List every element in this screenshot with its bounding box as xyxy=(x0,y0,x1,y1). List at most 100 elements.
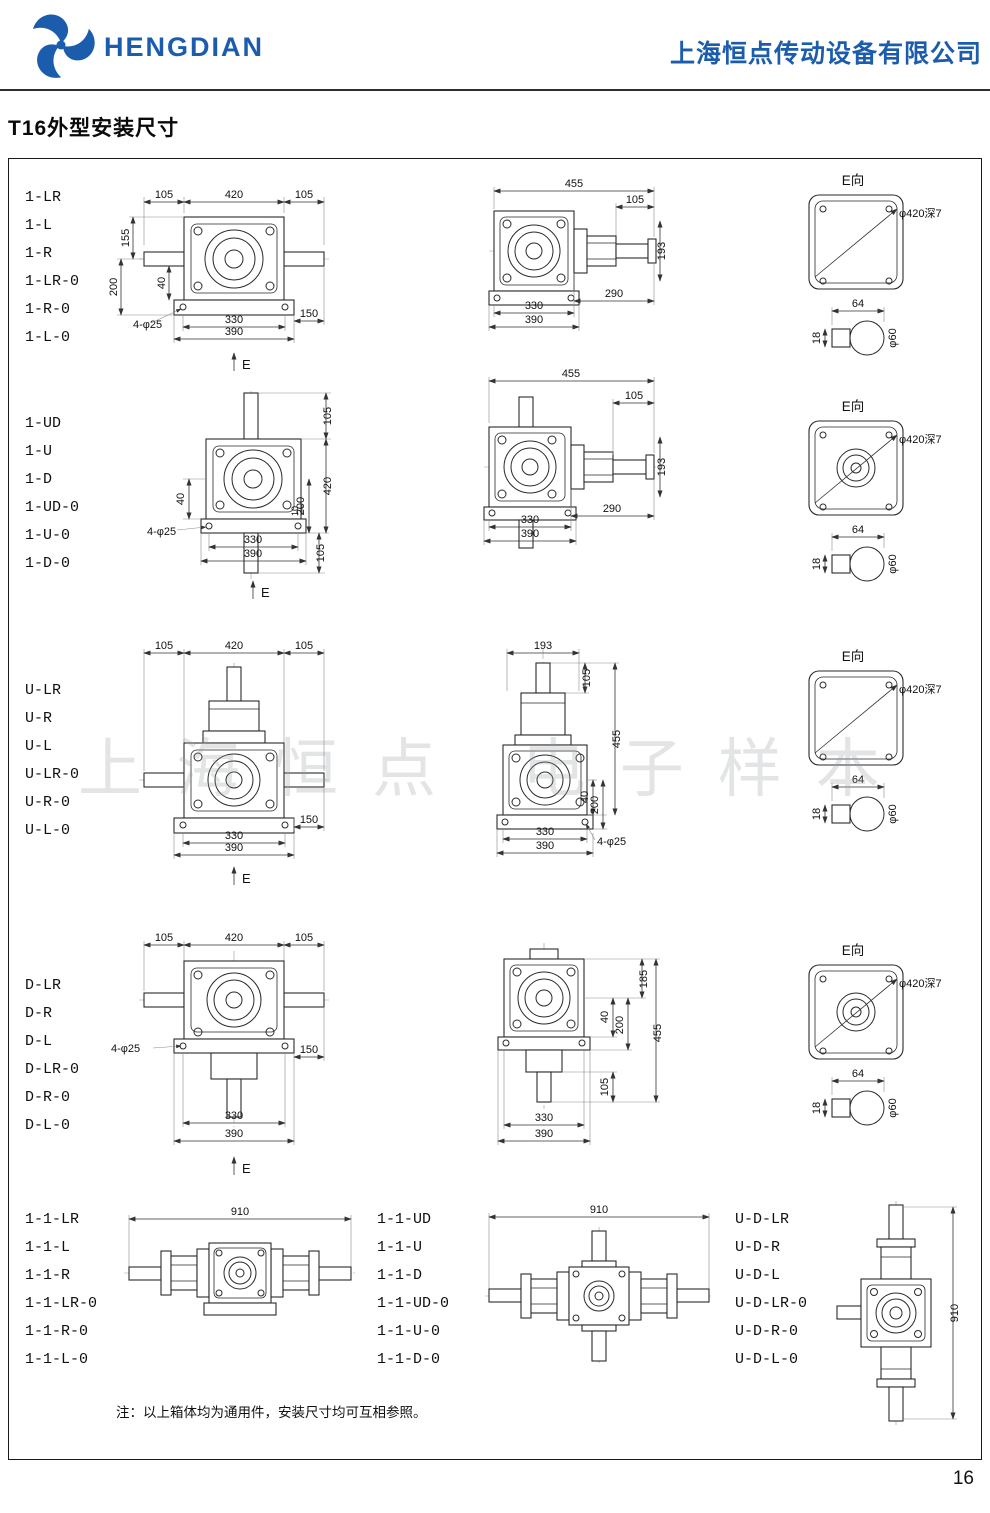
key-detail xyxy=(831,328,851,348)
hole-callout: 4-φ25 xyxy=(133,319,162,331)
base-plate xyxy=(496,814,594,830)
bottom-shaft xyxy=(591,1330,607,1362)
row4-front-view: 105 420 105 4-φ25 150 330 390 E xyxy=(111,932,329,1176)
hole-callout: 4-φ25 xyxy=(147,526,176,538)
model-label: D-L xyxy=(25,1033,52,1050)
dim-label: φ60 xyxy=(887,554,899,573)
model-label: 1-L-0 xyxy=(25,329,70,346)
mounting-flange xyxy=(808,670,904,766)
dim-label: 420 xyxy=(225,640,243,652)
hengdian-logo-icon xyxy=(33,14,95,78)
input-shaft xyxy=(615,243,649,259)
dim-label: 105 xyxy=(581,669,593,687)
gearbox-body xyxy=(208,1242,272,1304)
row4-side-view: 185 40 200 455 105 330 390 xyxy=(497,943,664,1145)
shaft-end xyxy=(849,1090,885,1126)
dim-label: 200 xyxy=(108,278,120,296)
dim-label: 40 xyxy=(175,493,187,505)
dim-label: 150 xyxy=(300,814,318,826)
bolt-circle-annotation: φ420深7 xyxy=(899,207,942,220)
model-label: U-R-0 xyxy=(25,794,70,811)
dim-label: 390 xyxy=(225,1128,243,1140)
dim-label: 105 xyxy=(315,544,327,562)
shaft-end xyxy=(849,546,885,582)
input-shaft xyxy=(612,459,647,475)
model-label: 1-R-0 xyxy=(25,301,70,318)
model-label: U-D-R xyxy=(735,1239,780,1256)
model-label: U-D-R-0 xyxy=(735,1323,798,1340)
row2-front-view: 105 420 105 200 10 40 4-φ25 330 390 E xyxy=(147,391,334,600)
base-plate xyxy=(203,1302,277,1316)
dim-label: 193 xyxy=(656,242,668,260)
header-divider xyxy=(0,89,990,91)
row2-e-view: E向 φ420深7 64 18 φ60 xyxy=(808,399,942,582)
dim-label: 40 xyxy=(599,1011,611,1023)
dim-label: 40 xyxy=(156,277,168,289)
row1-side-view: 455 105 193 290 330 390 xyxy=(488,178,668,331)
dim-label: 390 xyxy=(536,840,554,852)
row3-front-view: 105 420 105 330 150 390 E xyxy=(139,640,329,886)
base-plate xyxy=(173,1038,295,1054)
model-label: 1-U-0 xyxy=(25,527,70,544)
bolt-circle-annotation: φ420深7 xyxy=(899,433,942,446)
dim-label: 193 xyxy=(534,640,552,652)
row1-model-labels: 1-LR 1-L 1-R 1-LR-0 1-R-0 1-L-0 xyxy=(25,189,79,346)
dim-label: 455 xyxy=(611,730,623,748)
model-label: 1-1-R xyxy=(25,1267,70,1284)
dim-label: φ60 xyxy=(887,1098,899,1117)
dim-label: 200 xyxy=(589,796,601,814)
gearbox-body xyxy=(503,958,585,1038)
model-label: 1-1-LR xyxy=(25,1211,79,1228)
shaft-end xyxy=(849,320,885,356)
row2-side-view: 455 105 193 290 330 390 xyxy=(483,368,668,549)
row1-front-view: 105 420 105 155 200 40 4-φ25 330 150 390… xyxy=(108,189,329,372)
dim-label: 330 xyxy=(525,300,543,312)
e-view-title: E向 xyxy=(842,943,865,958)
model-label: U-LR xyxy=(25,682,61,699)
dim-label: 390 xyxy=(225,326,243,338)
model-label: U-D-L-0 xyxy=(735,1351,798,1368)
row5-vertical-view: 910 xyxy=(836,1201,961,1425)
model-label: 1-1-UD-0 xyxy=(377,1295,449,1312)
dim-label: 910 xyxy=(590,1204,608,1216)
bottom-shaft xyxy=(226,1078,242,1118)
dim-label: 105 xyxy=(625,390,643,402)
dim-label: 390 xyxy=(521,528,539,540)
row3-side-view: 193 105 40 200 455 330 4-φ25 390 xyxy=(496,640,626,857)
bottom-shaft xyxy=(888,1386,904,1422)
row4-model-labels: D-LR D-R D-L D-LR-0 D-R-0 D-L-0 xyxy=(25,977,79,1134)
model-label: 1-LR xyxy=(25,189,61,206)
top-housing xyxy=(520,692,566,736)
model-label: 1-1-D xyxy=(377,1267,422,1284)
right-shaft xyxy=(318,1266,352,1281)
dim-label: 105 xyxy=(626,194,644,206)
model-label: 1-LR-0 xyxy=(25,273,79,290)
dim-label: 420 xyxy=(322,477,334,495)
left-shaft xyxy=(128,1266,162,1281)
left-shaft xyxy=(836,1305,862,1320)
dim-label: 330 xyxy=(536,826,554,838)
gearbox-body xyxy=(183,960,285,1040)
dim-label: 455 xyxy=(565,178,583,190)
model-label: 1-U xyxy=(25,443,52,460)
dim-label: 18 xyxy=(811,1102,823,1114)
dim-label: 105 xyxy=(155,640,173,652)
model-label: 1-UD-0 xyxy=(25,499,79,516)
page-number: 16 xyxy=(952,1468,974,1489)
page-header: HENGDIAN 上海恒点传动设备有限公司 xyxy=(0,0,990,91)
page-title: T16外型安装尺寸 xyxy=(8,117,180,140)
top-shaft xyxy=(243,392,259,440)
footer-note: 注：以上箱体均为通用件，安装尺寸均可互相参照。 xyxy=(116,1404,427,1420)
dim-label: 290 xyxy=(605,288,623,300)
base-flange xyxy=(497,1036,591,1051)
model-label: U-D-LR xyxy=(735,1211,789,1228)
model-label: 1-1-D-0 xyxy=(377,1351,440,1368)
dim-label: 105 xyxy=(295,932,313,944)
base-plate xyxy=(488,290,580,306)
right-shaft xyxy=(283,251,325,267)
base-plate xyxy=(200,518,307,534)
hole-callout: 4-φ25 xyxy=(597,836,626,848)
dim-label: 330 xyxy=(225,314,243,326)
dim-label: 330 xyxy=(225,1110,243,1122)
mounting-flange xyxy=(808,194,904,290)
